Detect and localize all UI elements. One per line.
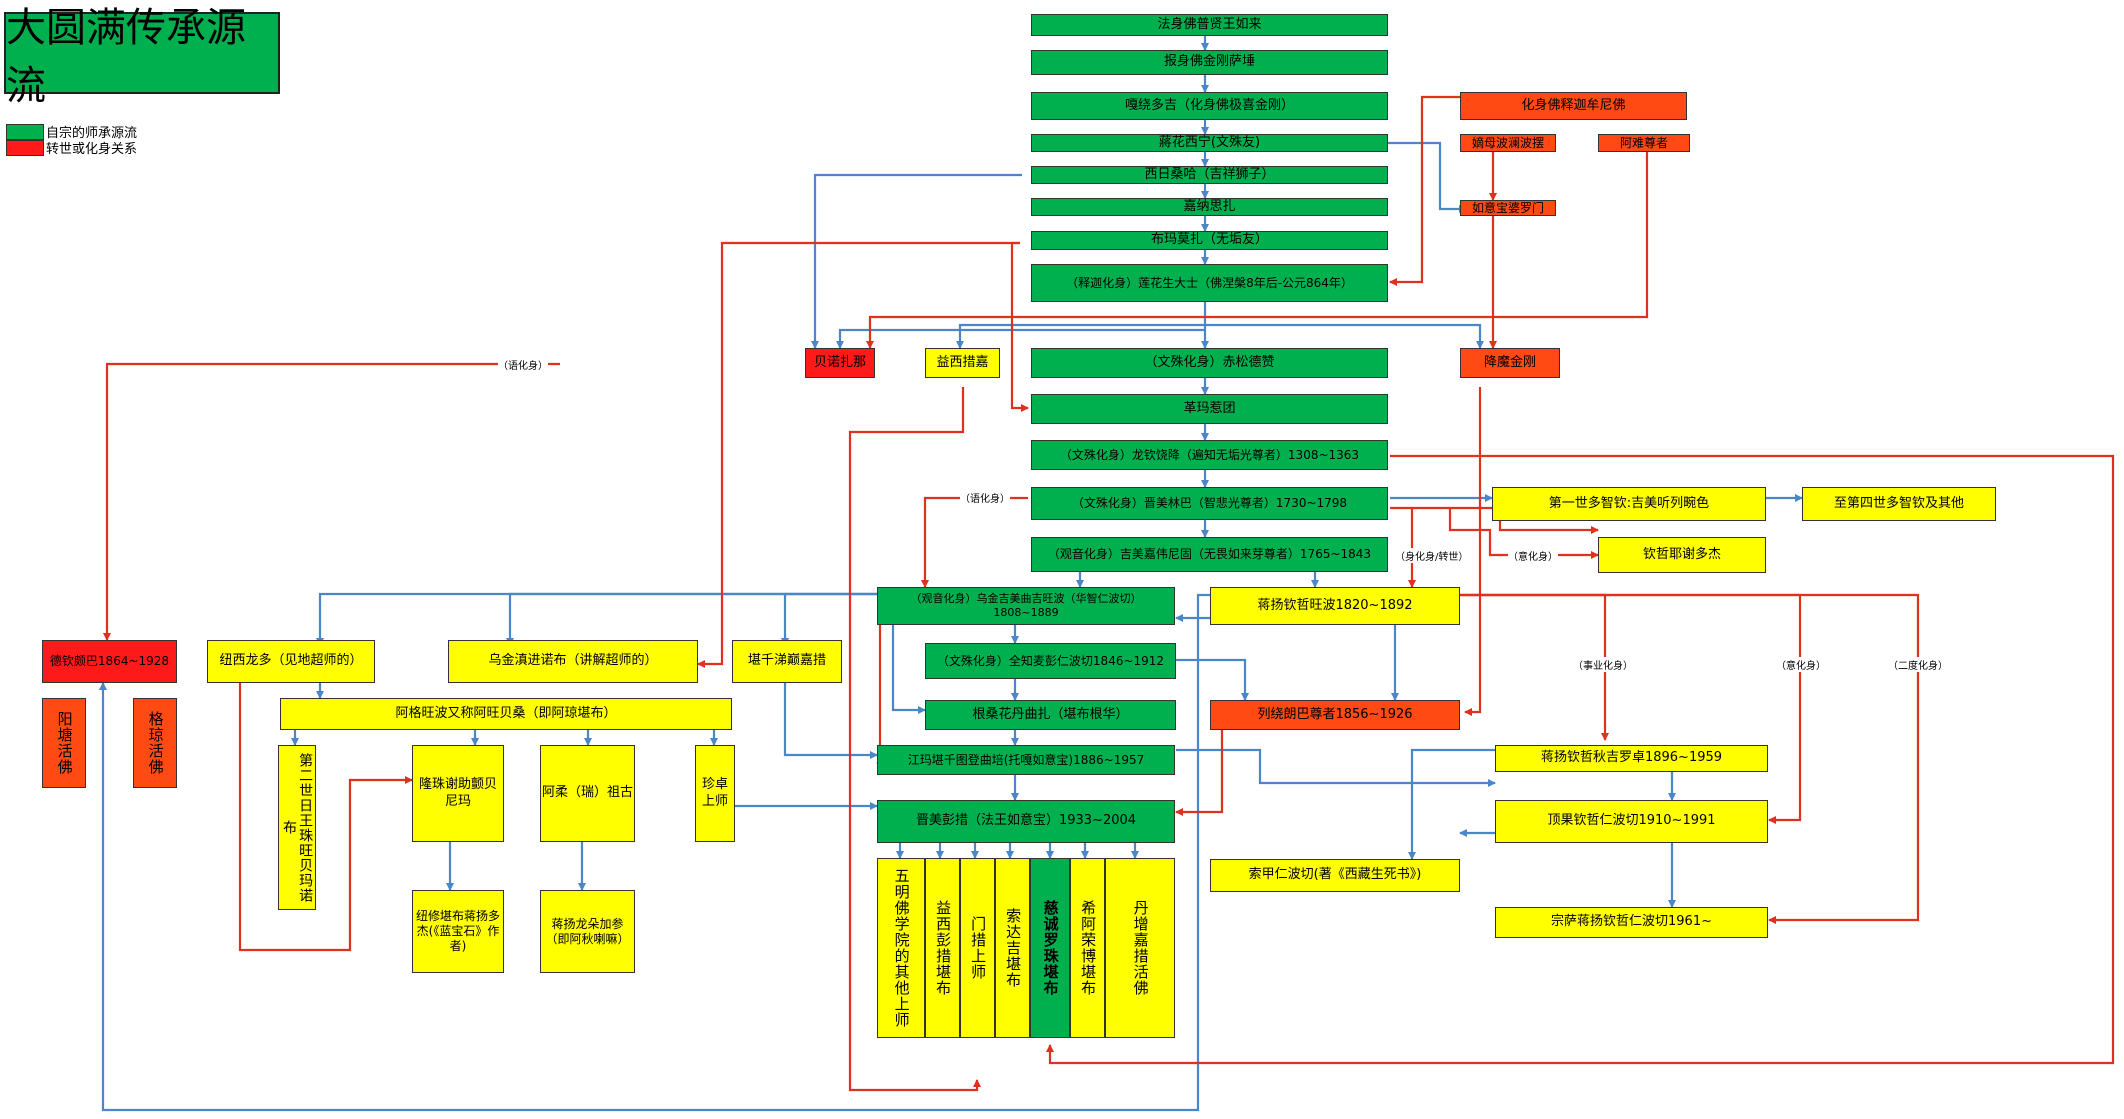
node-n13: 贝诺扎那 [805,348,875,378]
node-n21: 第一世多智钦:吉美听列畹色 [1492,487,1766,521]
edge-label-speech-emanation-2: （语化身） [960,490,1010,505]
edge-n11-n13 [866,152,1649,349]
node-n43: 晋美彭措（法王如意宝）1933~2004 [877,800,1175,843]
legend-label-red: 转世或化身关系 [46,142,138,157]
node-n18: （文殊化身）龙钦饶降（遍知无垢光尊者）1308~1363 [1031,440,1388,470]
edge-n24-n29 [781,592,880,646]
edge-n40-n41 [1176,748,1496,787]
node-n24: （观音化身）乌金吉美曲吉旺波（华智仁波切）1808~1889 [877,587,1175,625]
edge-n18-n52 [1046,454,2115,1065]
node-n37: 隆珠谢助颤贝尼玛 [412,745,504,842]
node-n5: 西日桑哈（吉祥狮子） [1031,166,1388,184]
node-n12: 如意宝婆罗门 [1460,200,1556,216]
node-n23: 钦哲耶谢多杰 [1598,537,1766,573]
node-n29: 堪千涕巅嘉措 [732,640,842,683]
node-n40: 江玛堪千图登曲培(托嘎如意宝)1886~1957 [877,745,1175,775]
edge-n5-n13 [811,173,1022,349]
edge-n25-n42 [1460,593,1802,824]
node-n34: 阳塘活佛 [42,698,86,788]
edge-n4-n12 [1388,141,1467,213]
edge-label-body-emanation: （身化身/转世） [1395,548,1469,563]
node-n35: 格琼活佛 [133,698,177,788]
node-n9: 化身佛释迦牟尼佛 [1460,92,1687,120]
node-n33: 列绕朗巴尊者1856~1926 [1210,700,1460,730]
node-n2: 报身佛金刚萨埵 [1031,50,1388,75]
edge-n24-n32 [891,625,926,714]
edge-label-mind-emanation-2: （意化身） [1776,657,1826,672]
edge-n24-n40 [876,625,884,767]
edge-n8-n17 [1010,241,1029,412]
node-n1: 法身佛普贤王如来 [1031,14,1388,36]
node-n22: 至第四世多智钦及其他 [1802,487,1996,521]
legend-label-green: 自宗的师承源流 [46,126,138,141]
node-n49: 益西彭措堪布 [925,858,960,1038]
node-n45: 宗萨蒋扬钦哲仁波切1961~ [1495,907,1768,938]
node-n42: 顶果钦哲仁波切1910~1991 [1495,800,1768,843]
node-n11: 阿难尊者 [1598,134,1690,152]
node-n19: （文殊化身）晋美林巴（智悲光尊者）1730~1798 [1031,487,1388,520]
node-n7: 布玛莫扎（无垢友） [1031,231,1388,250]
node-n27: 纽西龙多（见地超师的） [207,640,375,683]
edge-n8-n13b [836,328,1205,349]
node-n31: 阿格旺波又称阿旺贝桑（即阿琼堪布） [280,698,732,730]
node-n8: （释迦化身）莲花生大士（佛涅槃8年后-公元864年） [1031,264,1388,302]
edge-n29-n40 [783,683,878,759]
node-n51: 索达吉堪布 [995,858,1030,1038]
node-n39: 珍卓上师 [695,745,735,842]
edge-n16-n33 [1464,387,1482,716]
node-n25: 蒋扬钦哲旺波1820~1892 [1210,587,1460,625]
node-n14: 益西措嘉 [925,348,1000,378]
edge-label-second-emanation: （二度化身） [1888,657,1948,672]
edge-n13-n26 [103,362,560,641]
node-n15: （文殊化身）赤松德赞 [1031,348,1388,378]
edge-n14-n50 [848,387,981,1092]
node-n32: 根桑花丹曲扎（堪布根华） [925,700,1176,730]
page-title: 大圆满传承源流 [4,5,280,109]
edge-label-mind-emanation-1: （意化身） [1508,548,1558,563]
node-n46: 纽修堪布蒋扬多杰(《蓝宝石》作者) [412,890,504,973]
node-n53: 希阿荣博堪布 [1070,858,1105,1038]
legend-swatch-red [6,139,44,156]
edge-n25-n45 [1460,593,1920,924]
edge-n8-n14 [956,323,1205,349]
node-n36: 第二世日王珠旺贝玛诺布 [278,745,316,910]
edge-n30-n33 [1176,658,1249,701]
node-n47: 蒋扬龙朵加参（即阿秋喇嘛） [540,890,635,973]
edge-label-activity-emanation: （事业化身） [1573,657,1633,672]
edge-n8-n16 [1205,323,1484,349]
edge-n19-n24 [921,496,1028,588]
node-n6: 嘉纳思扎 [1031,198,1388,216]
node-n3: 嘎绕多吉（化身佛极喜金刚） [1031,92,1388,120]
edge-n41-n44 [1408,748,1495,860]
node-n44: 索甲仁波切(著《西藏生死书》) [1210,859,1460,892]
node-n16: 降魔金刚 [1460,348,1560,378]
legend-item-red: 转世或化身关系 [6,138,137,157]
node-n38: 阿柔（瑞）祖古 [540,745,635,842]
edge-n9-n8 [1389,95,1466,286]
node-n26: 德钦颇巴1864~1928 [42,640,177,683]
node-n17: 革玛惹团 [1031,394,1388,424]
legend-swatch-green [6,123,44,140]
edge-label-speech-emanation-1: （语化身） [498,357,548,372]
edge-n33-n43 [1175,730,1224,816]
node-n41: 蒋扬钦哲秋吉罗卓1896~1959 [1495,745,1768,772]
node-n52: 慈诚罗珠堪布 [1030,858,1070,1038]
edge-n27-n37 [238,683,413,952]
edge-n24-split [316,592,880,646]
legend-item-green: 自宗的师承源流 [6,122,137,141]
edge-n8-n28 [697,241,1020,668]
node-n54: 丹增嘉措活佛 [1105,858,1175,1038]
node-n4: 蔣花西宁(文殊友) [1031,134,1388,152]
edge-n24-n28 [506,592,880,646]
node-n10: 嫡母波澜波摆 [1460,134,1556,152]
edge-n25-n26 [99,593,1210,1112]
node-n28: 乌金滇进诺布（讲解超师的） [448,640,698,683]
node-n48: 五明佛学院的其他上师 [877,858,925,1038]
node-n20: （观音化身）吉美嘉伟尼固（无畏如来芽尊者）1765~1843 [1031,537,1388,572]
node-n50: 门措上师 [960,858,995,1038]
node-n30: （文殊化身）全知麦彭仁波切1846~1912 [925,643,1176,679]
